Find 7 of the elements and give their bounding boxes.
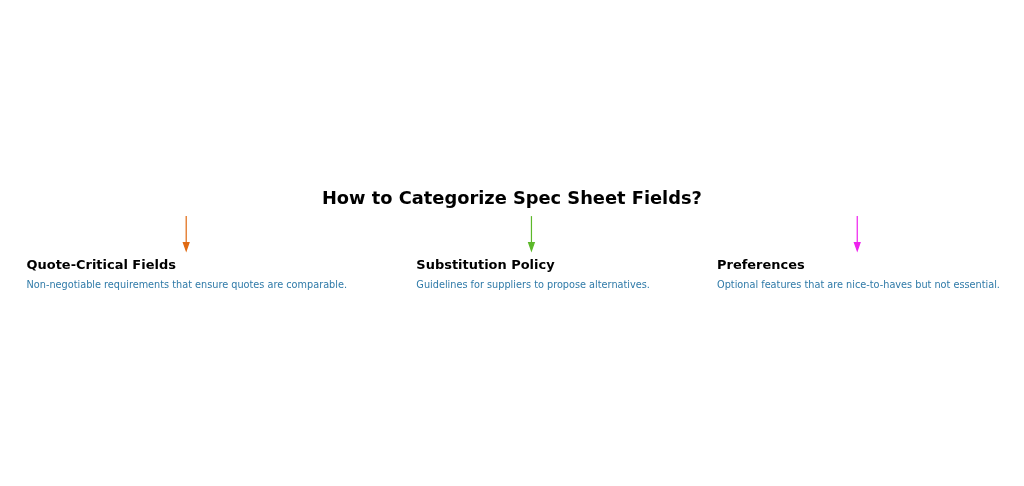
diagram-title: How to Categorize Spec Sheet Fields?	[321, 186, 702, 208]
arrow	[853, 215, 861, 253]
node-text: Substitution Policy Guidelines for suppliers to propose alternatives.	[416, 257, 650, 291]
node-text: Preferences Optional features that are nice-to-haves but not essential.	[717, 257, 1000, 291]
arrow	[182, 215, 190, 253]
node-text: Quote-Critical Fields Non-negotiable requirements that ensure quotes are comparable.	[26, 257, 348, 291]
arrow	[527, 215, 536, 253]
